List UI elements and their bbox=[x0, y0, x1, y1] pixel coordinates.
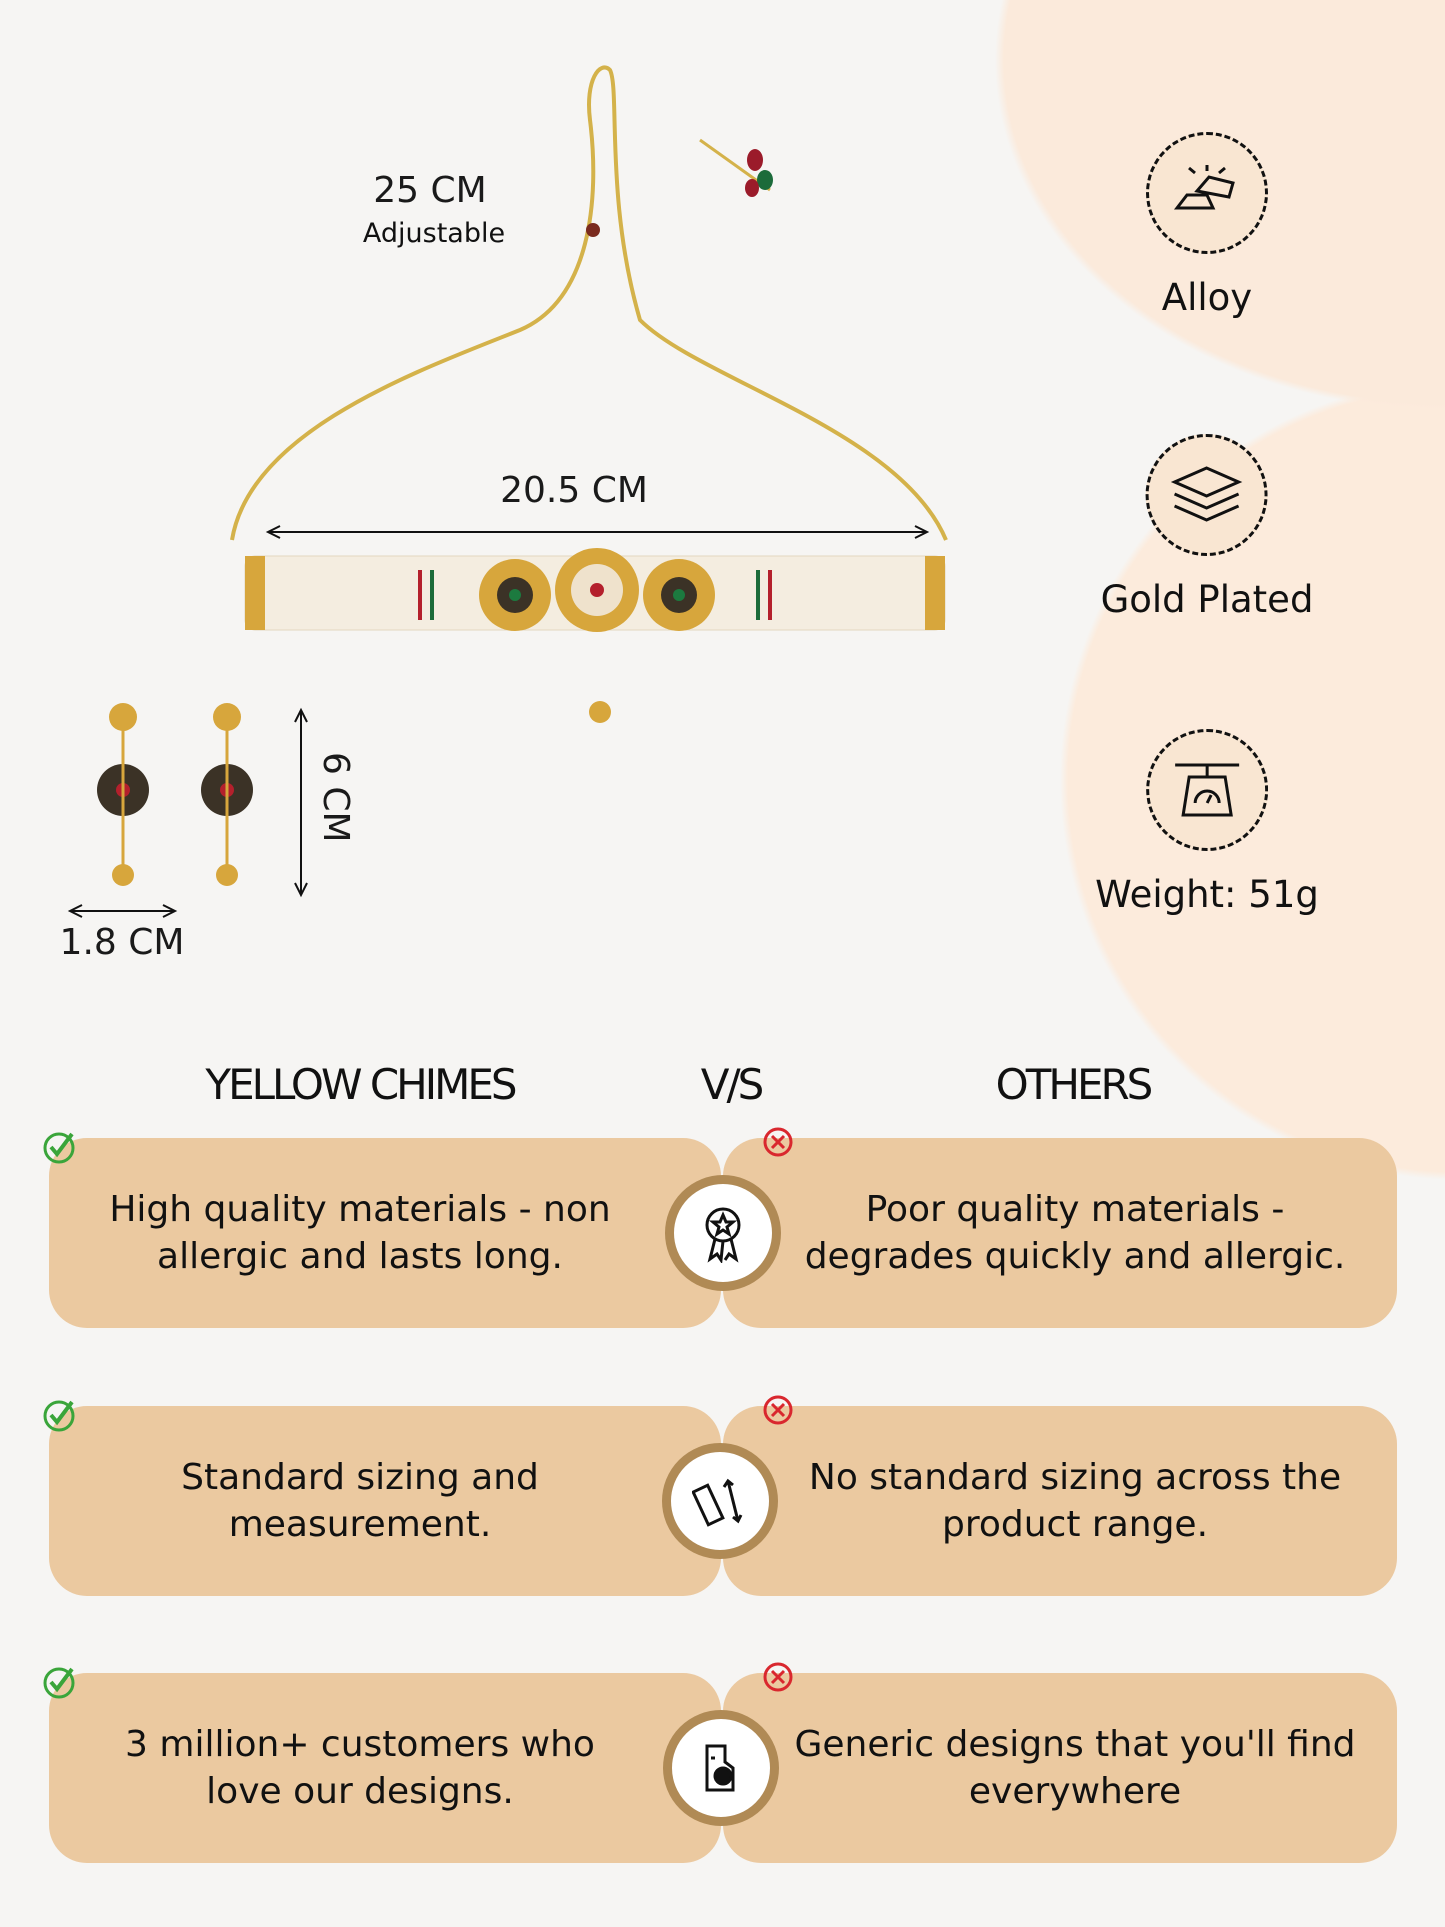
ours-card: 3 million+ customers who love our design… bbox=[49, 1673, 721, 1863]
feature-gold-plated: Gold Plated bbox=[1100, 434, 1314, 621]
vs-heading: V/S bbox=[700, 1060, 765, 1109]
feature-weight: Weight: 51g bbox=[1095, 729, 1319, 916]
brand-heading: YELLOW CHIMES bbox=[205, 1060, 517, 1109]
cross-icon bbox=[763, 1127, 793, 1157]
cross-icon bbox=[763, 1662, 793, 1692]
check-icon bbox=[43, 1132, 75, 1164]
dimension-arrows bbox=[67, 525, 930, 918]
earring-height-label: 6 CM bbox=[315, 752, 356, 843]
check-icon bbox=[43, 1400, 75, 1432]
earring-width-label: 1.8 CM bbox=[59, 922, 185, 963]
others-card: Generic designs that you'll find everywh… bbox=[723, 1673, 1397, 1863]
cord-adjustable-note: Adjustable bbox=[362, 218, 506, 249]
others-card: No standard sizing across the product ra… bbox=[723, 1406, 1397, 1596]
layers-icon bbox=[1145, 434, 1268, 556]
feature-label: Gold Plated bbox=[1100, 578, 1314, 621]
ruler-arrows-icon bbox=[662, 1443, 778, 1559]
customer-love-icon bbox=[663, 1710, 779, 1826]
necklace-image bbox=[67, 65, 948, 918]
cord-length-label: 25 CM bbox=[373, 170, 487, 211]
feature-alloy: Alloy bbox=[1146, 132, 1268, 319]
check-icon bbox=[43, 1667, 75, 1699]
choker-width-label: 20.5 CM bbox=[500, 470, 648, 511]
others-card: Poor quality materials - degrades quickl… bbox=[723, 1138, 1397, 1328]
others-heading: OTHERS bbox=[995, 1060, 1154, 1109]
tassel bbox=[699, 138, 773, 197]
weighing-scale-icon bbox=[1145, 729, 1268, 851]
earring-pair bbox=[97, 703, 253, 886]
feature-label: Alloy bbox=[1161, 276, 1253, 319]
cross-icon bbox=[763, 1395, 793, 1425]
award-badge-icon bbox=[665, 1175, 781, 1291]
ours-card: Standard sizing and measurement. bbox=[49, 1406, 721, 1596]
gold-bars-icon bbox=[1146, 132, 1268, 254]
ours-card: High quality materials - non allergic an… bbox=[49, 1138, 721, 1328]
feature-label: Weight: 51g bbox=[1095, 873, 1319, 916]
